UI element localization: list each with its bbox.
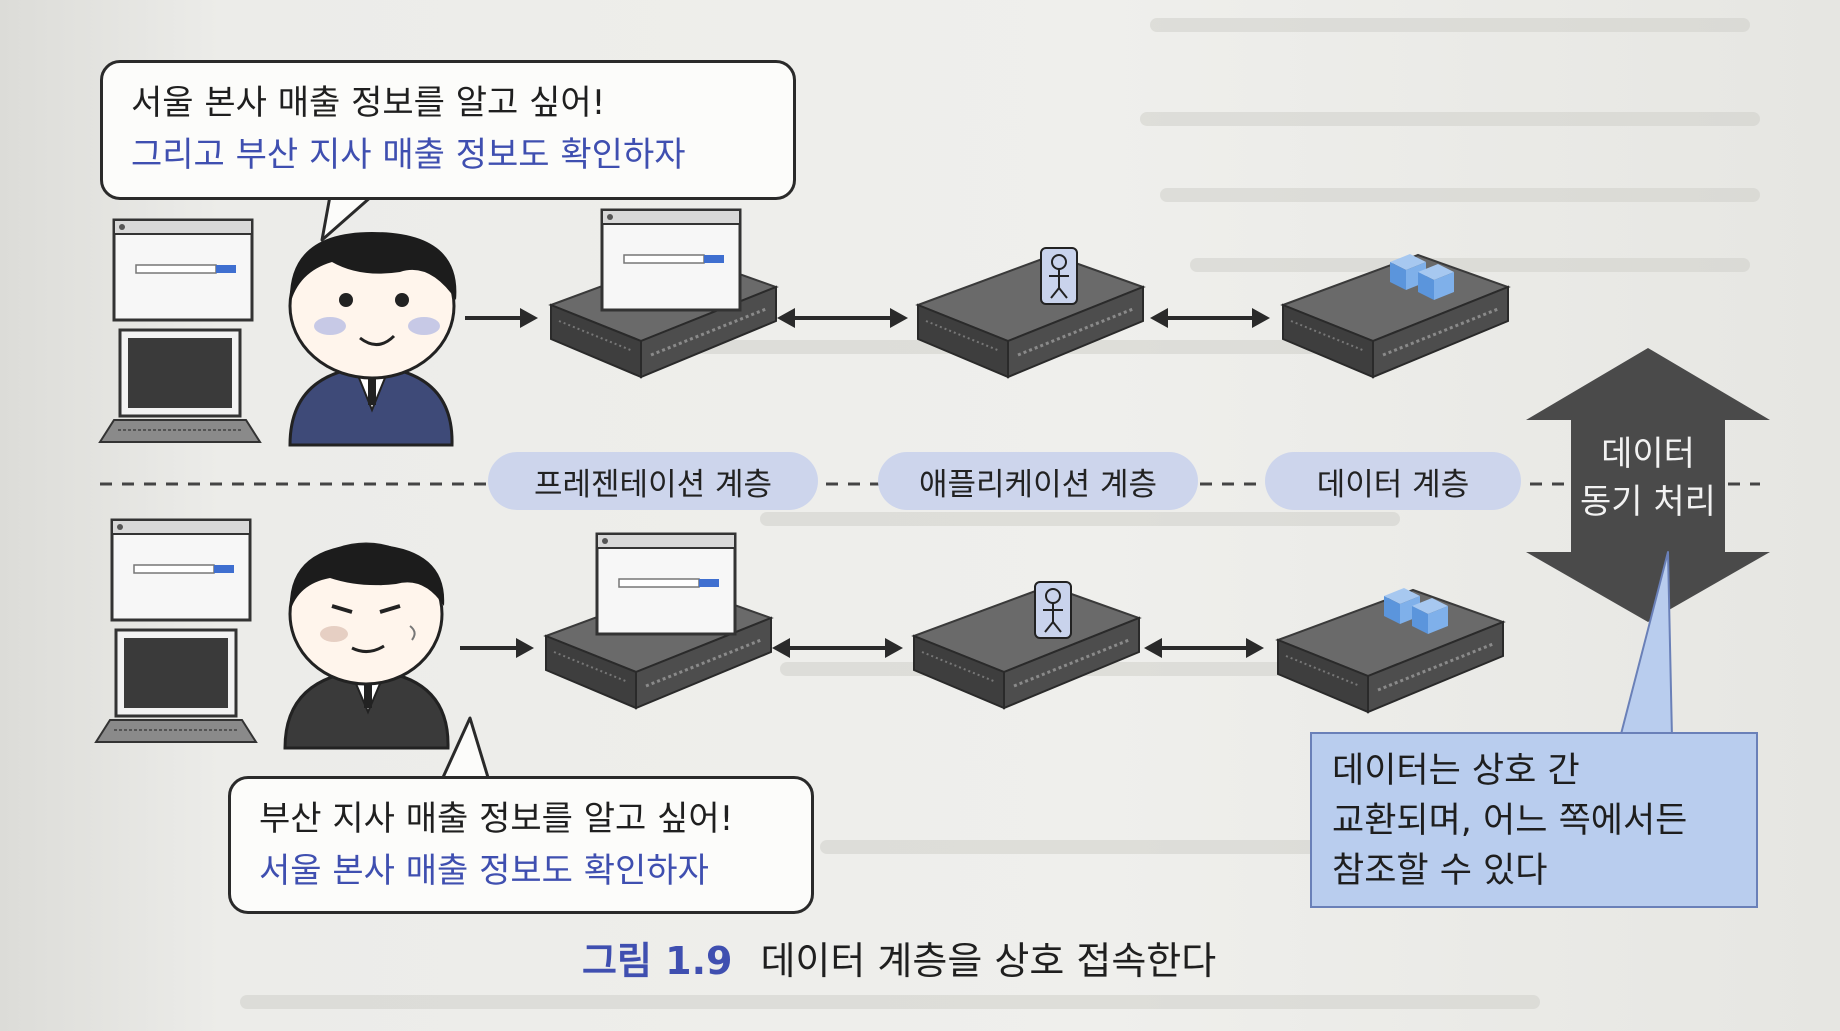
background-text-line [1190,258,1750,272]
note-line1: 데이터는 상호 간 [1332,751,1580,791]
background-text-line [240,995,1540,1009]
seoul-user-avatar [288,232,457,447]
data-exchange-note: 데이터는 상호 간 교환되며, 어느 쪽에서든 참조할 수 있다 [1310,732,1758,908]
arrow-web-to-app-busan [772,638,903,658]
background-text-line [820,840,1340,854]
background-text-line [760,512,1400,526]
data-tier-label: 데이터 계층 [1265,452,1521,510]
data-blocks-icon [1390,254,1454,300]
browser-window-icon [112,218,254,322]
seoul-speech-bubble: 서울 본사 매출 정보를 알고 싶어! 그리고 부산 지사 매출 정보도 확인하… [100,60,796,200]
seoul-bubble-line1: 서울 본사 매출 정보를 알고 싶어! [131,83,606,123]
seoul-client [98,218,262,444]
arrow-client-to-web [465,308,538,328]
busan-speech-bubble: 부산 지사 매출 정보를 알고 싶어! 서울 본사 매출 정보도 확인하자 [228,776,814,914]
arrow-web-to-app [777,308,908,328]
process-icon [1040,247,1078,305]
application-tier-label: 애플리케이션 계층 [878,452,1198,510]
application-server-seoul [916,253,1145,379]
data-blocks-icon [1384,588,1448,634]
note-line3: 참조할 수 있다 [1332,851,1548,891]
busan-client [94,518,258,744]
figure-caption: 그림 1.9 데이터 계층을 상호 접속한다 [582,930,1216,985]
browser-window-icon [595,532,737,636]
presentation-tier-label: 프레젠테이션 계층 [488,452,818,510]
laptop-icon [98,328,262,444]
figure-caption-text: 데이터 계층을 상호 접속한다 [760,939,1217,983]
background-text-line [1150,18,1750,32]
sync-label-line1: 데이터 [1601,434,1695,474]
busan-bubble-line1: 부산 지사 매출 정보를 알고 싶어! [259,799,734,839]
busan-bubble-line2: 서울 본사 매출 정보도 확인하자 [259,851,709,891]
arrow-app-to-db [1150,308,1270,328]
note-line2: 교환되며, 어느 쪽에서든 [1332,801,1688,841]
laptop-icon [94,628,258,744]
busan-user-avatar [283,542,450,750]
arrow-app-to-db-busan [1144,638,1264,658]
arrow-client-to-web-busan [460,638,534,658]
application-server-busan [912,584,1141,710]
data-sync-label: 데이터 동기 처리 [1563,430,1733,526]
sync-label-line2: 동기 처리 [1580,482,1716,522]
seoul-bubble-line2: 그리고 부산 지사 매출 정보도 확인하자 [131,135,686,175]
process-icon [1034,581,1072,639]
figure-number: 그림 1.9 [582,939,733,983]
background-text-line [1140,112,1760,126]
sync-double-arrow [1526,348,1770,622]
browser-window-icon [600,208,742,312]
browser-window-icon [110,518,252,622]
background-text-line [1160,188,1760,202]
